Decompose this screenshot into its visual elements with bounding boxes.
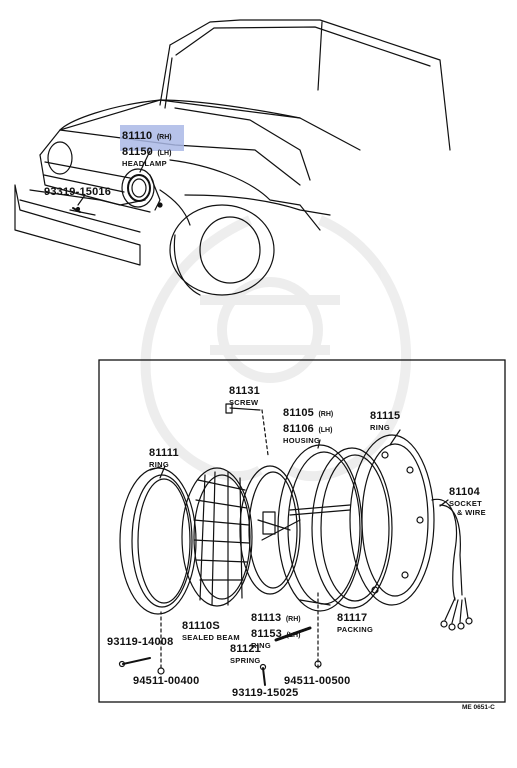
socket-part: 81104 xyxy=(449,486,480,498)
ring-81115-label: 81115 RING xyxy=(370,407,400,432)
ring-81113-part-rh: 81113 xyxy=(251,612,282,624)
screw-81131-name: SCREW xyxy=(229,398,259,407)
exploded-view-drawing xyxy=(118,403,473,686)
spring-part: 81121 xyxy=(230,643,261,655)
packing-part: 81117 xyxy=(337,612,368,624)
headlamp-side-lh: (LH) xyxy=(157,150,172,157)
packing-name: PACKING xyxy=(337,625,374,634)
ring-81113-label: 81113 (RH) 81153 (LH) RING xyxy=(251,609,301,650)
socket-name2: & WIRE xyxy=(457,507,486,517)
nut-00500-part: 94511-00500 xyxy=(284,675,351,687)
ring-81113-name: RING xyxy=(251,641,271,650)
housing-name: HOUSING xyxy=(283,436,321,445)
packing-label: 81117 PACKING xyxy=(337,609,373,634)
headlamp-highlight xyxy=(120,125,184,151)
ring-81115-name: RING xyxy=(370,423,390,432)
nut-00400-part: 94511-00400 xyxy=(133,675,200,687)
screw-81131-label: 81131 SCREW xyxy=(229,382,260,407)
housing-label: 81105 (RH) 81106 (LH) HOUSING xyxy=(283,404,333,445)
vehicle-front-drawing xyxy=(14,19,451,296)
watermark-emblem xyxy=(140,215,412,482)
spring-label: 81121 SPRING xyxy=(230,640,261,665)
headlamp-part-lh: 81150 xyxy=(122,146,153,158)
socket-label: 81104 SOCKET & WIRE xyxy=(449,483,486,516)
figure-code: ME 0651-C xyxy=(462,704,495,711)
vehicle-screw-part: 93319-15016 xyxy=(44,186,112,198)
housing-side-lh: (LH) xyxy=(318,427,333,434)
sealed-beam-part: 81110S xyxy=(182,620,220,632)
housing-side-rh: (RH) xyxy=(318,411,334,418)
screw-81131-part: 81131 xyxy=(229,385,260,397)
ring-81115-part: 81115 xyxy=(370,410,401,422)
ring-81111-label: 81111 RING xyxy=(149,444,179,469)
socket-name1: SOCKET xyxy=(449,499,483,508)
headlamp-part-rh: 81110 xyxy=(122,130,153,142)
screw-15025-part: 93119-15025 xyxy=(232,687,299,699)
sealed-beam-name: SEALED BEAM xyxy=(182,633,240,642)
ring-81113-side-rh: (RH) xyxy=(285,616,301,623)
housing-part-rh: 81105 xyxy=(283,407,314,419)
ring-81113-side-lh: (LH) xyxy=(286,632,301,639)
ring-81111-part: 81111 xyxy=(149,447,179,459)
ring-81113-part-lh: 81153 xyxy=(251,628,282,640)
sealed-beam-label: 81110S SEALED BEAM xyxy=(182,617,240,642)
spring-name: SPRING xyxy=(230,656,261,665)
headlamp-side-rh: (RH) xyxy=(156,134,172,141)
headlamp-label: 81110 (RH) 81150 (LH) HEADLAMP xyxy=(122,127,172,168)
ring-81111-name: RING xyxy=(149,460,169,469)
exploded-view-frame xyxy=(98,359,506,703)
screw-14008-part: 93119-14008 xyxy=(107,636,174,648)
housing-part-lh: 81106 xyxy=(283,423,314,435)
headlamp-name: HEADLAMP xyxy=(122,159,167,168)
